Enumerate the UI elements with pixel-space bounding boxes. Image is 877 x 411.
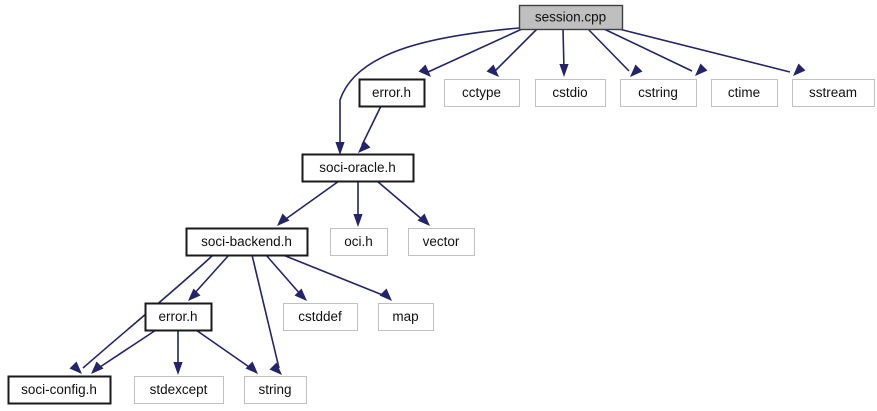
node-label: soci-backend.h xyxy=(201,234,292,249)
edge-session_cpp-to-error_h_top xyxy=(427,28,523,73)
nodes-layer: session.cpp error.h cctype cstdio cstring cti… xyxy=(7,4,875,405)
arrowhead-icon xyxy=(630,64,643,77)
node-box xyxy=(518,4,624,31)
arrowhead-icon xyxy=(173,362,183,375)
arrowhead-icon xyxy=(695,63,708,76)
edge-error_h_low-to-soci_config_h xyxy=(96,329,157,370)
node-box xyxy=(244,376,307,404)
arrowhead-icon xyxy=(418,64,431,77)
arrowhead-icon xyxy=(486,64,499,77)
node-box xyxy=(7,375,112,405)
node-label: cctype xyxy=(462,85,501,100)
node-label: vector xyxy=(423,234,460,249)
graph-node-sstream[interactable]: sstream xyxy=(792,79,875,107)
node-box xyxy=(301,153,415,183)
node-box xyxy=(134,376,224,404)
node-label: cstdio xyxy=(552,85,587,100)
graph-node-error-h-top[interactable]: error.h xyxy=(358,78,426,108)
graph-node-soci-config-h[interactable]: soci-config.h xyxy=(7,375,112,405)
graph-node-stdexcept[interactable]: stdexcept xyxy=(134,376,224,404)
edge-session_cpp-to-cctype xyxy=(494,28,538,72)
node-label: soci-config.h xyxy=(21,382,97,397)
graph-node-map[interactable]: map xyxy=(378,303,434,331)
arrowhead-icon xyxy=(379,288,392,301)
node-box xyxy=(620,79,697,107)
node-label: stdexcept xyxy=(150,382,208,397)
node-box xyxy=(144,302,213,332)
edge-soci_backend_h-to-map xyxy=(282,254,386,297)
node-label: soci-oracle.h xyxy=(319,160,396,175)
graph-node-cctype[interactable]: cctype xyxy=(444,79,520,107)
graph-node-soci-backend-h[interactable]: soci-backend.h xyxy=(185,227,309,257)
graph-node-cstring[interactable]: cstring xyxy=(620,79,697,107)
graph-node-soci-oracle-h[interactable]: soci-oracle.h xyxy=(301,153,415,183)
edge-soci_backend_h-to-error_h_low xyxy=(192,254,230,296)
arrowhead-icon xyxy=(793,63,806,76)
arrowhead-icon xyxy=(69,361,82,374)
node-label: string xyxy=(258,382,291,397)
node-box xyxy=(185,227,309,257)
graph-node-string[interactable]: string xyxy=(244,376,307,404)
edge-soci_backend_h-to-string xyxy=(251,254,280,369)
arrowhead-icon xyxy=(188,288,201,301)
node-box xyxy=(283,303,358,331)
edge-soci_oracle_h-to-soci_backend_h xyxy=(282,180,340,222)
arrowhead-icon xyxy=(353,214,363,227)
graph-node-cstddef[interactable]: cstddef xyxy=(283,303,358,331)
graph-node-session-cpp[interactable]: session.cpp xyxy=(518,4,624,31)
edge-session_cpp-to-soci_oracle_h xyxy=(339,27,520,146)
edges-layer xyxy=(69,27,806,375)
arrowhead-icon xyxy=(417,213,430,226)
node-label: error.h xyxy=(372,85,411,100)
arrowhead-icon xyxy=(358,140,371,153)
node-label: session.cpp xyxy=(535,10,606,25)
edge-error_h_low-to-string xyxy=(195,329,253,370)
node-box xyxy=(330,228,388,256)
node-box xyxy=(792,79,875,107)
edge-session_cpp-to-cstring xyxy=(587,28,630,72)
node-box xyxy=(535,79,606,107)
node-label: cstddef xyxy=(298,309,342,324)
edge-soci_backend_h-to-cstddef xyxy=(265,254,302,296)
arrowhead-icon xyxy=(559,64,569,77)
graph-node-oci-h[interactable]: oci.h xyxy=(330,228,388,256)
edge-session_cpp-to-sstream xyxy=(618,28,791,73)
node-box xyxy=(711,79,778,107)
node-label: ctime xyxy=(728,85,760,100)
node-label: error.h xyxy=(158,309,197,324)
graph-node-vector[interactable]: vector xyxy=(408,228,475,256)
arrowhead-icon xyxy=(269,362,282,375)
node-box xyxy=(408,228,475,256)
node-box xyxy=(444,79,520,107)
arrowhead-icon xyxy=(245,361,258,374)
edge-session_cpp-to-cstdio xyxy=(562,28,565,71)
node-label: map xyxy=(392,309,418,324)
node-label: cstring xyxy=(638,85,678,100)
node-box xyxy=(378,303,434,331)
arrowhead-icon xyxy=(91,361,104,374)
graph-node-cstdio[interactable]: cstdio xyxy=(535,79,606,107)
node-label: oci.h xyxy=(344,234,373,249)
node-box xyxy=(358,78,426,108)
edge-error_h_top-to-soci_oracle_h xyxy=(361,105,382,146)
arrowhead-icon xyxy=(335,142,345,155)
arrowhead-icon xyxy=(294,288,307,301)
arrowhead-icon xyxy=(277,213,290,226)
edge-soci_oracle_h-to-vector xyxy=(376,180,425,222)
graph-node-ctime[interactable]: ctime xyxy=(711,79,778,107)
node-label: sstream xyxy=(809,85,857,100)
graph-node-error-h-low[interactable]: error.h xyxy=(144,302,213,332)
edge-session_cpp-to-ctime xyxy=(603,28,693,72)
